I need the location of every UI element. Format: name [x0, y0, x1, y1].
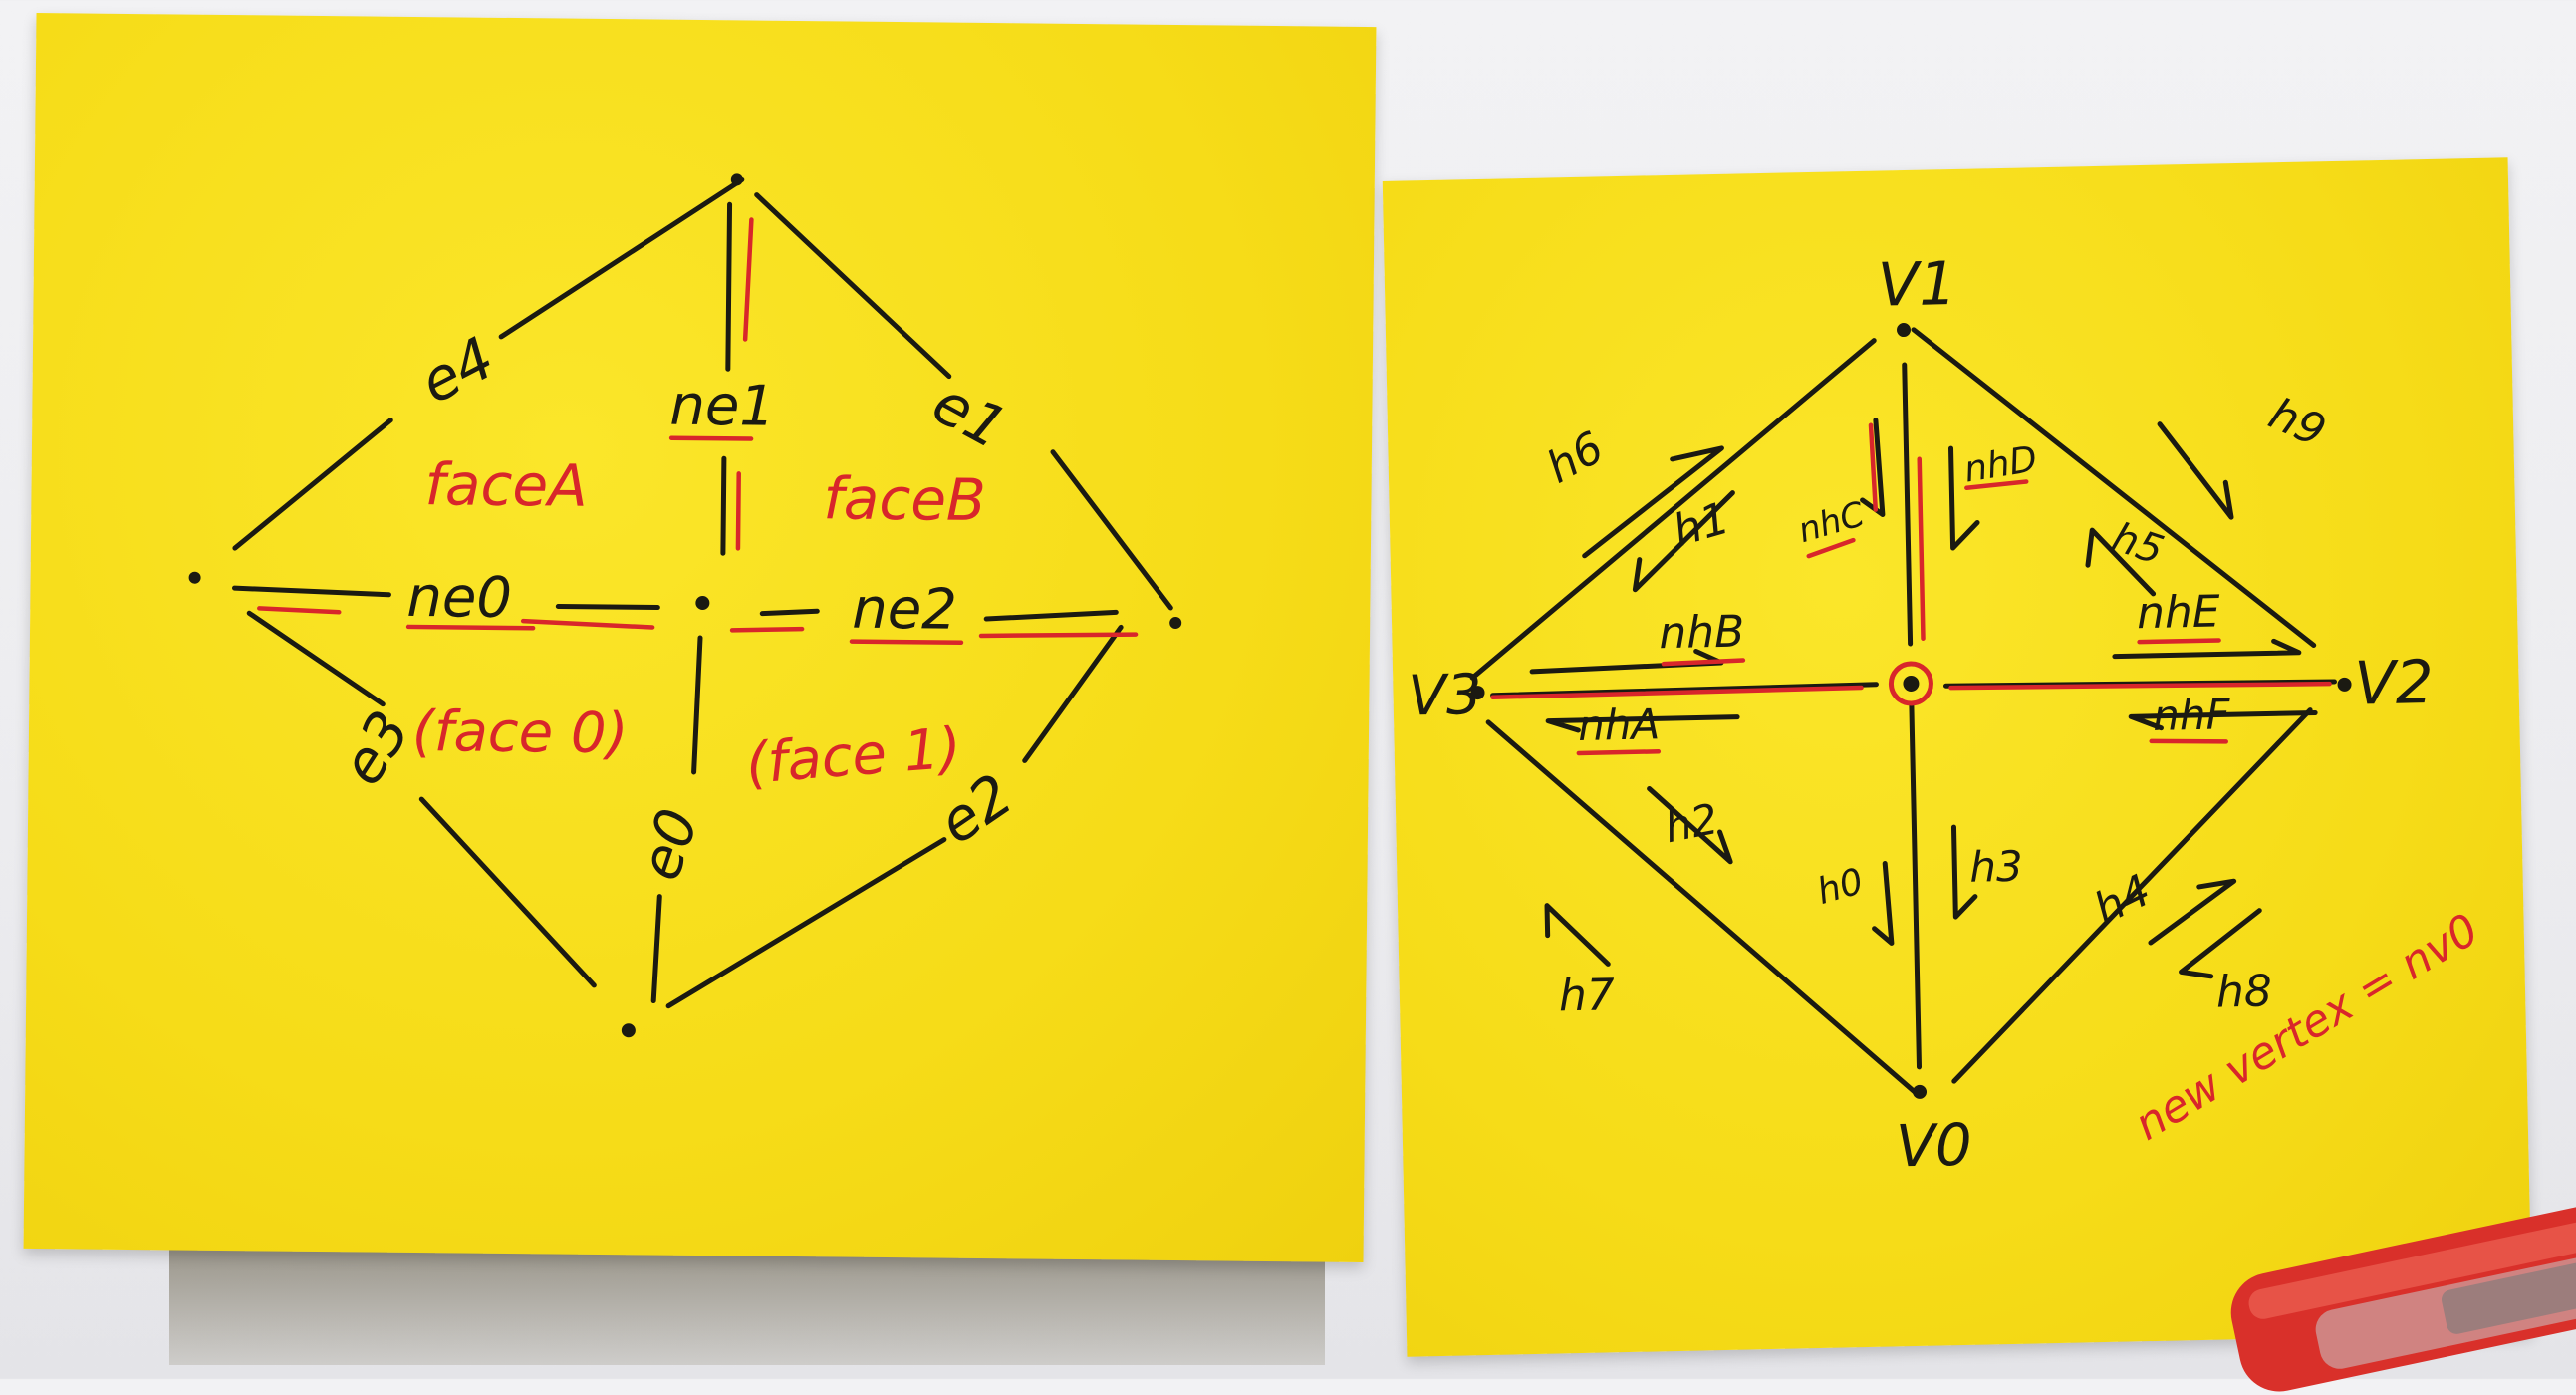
halfedge-label-nhF: nhF — [2152, 690, 2231, 740]
edge-stroke — [725, 201, 733, 372]
label-underline — [668, 435, 754, 441]
halfedge-arrow — [1582, 445, 1724, 559]
edge-stroke — [232, 418, 393, 551]
label-underline — [1661, 658, 1746, 667]
vertex-dot — [1913, 1084, 1928, 1099]
edge-stroke — [498, 176, 745, 340]
red-stroke — [1917, 456, 1926, 641]
halfedge-arrow — [2148, 878, 2237, 946]
edge-stroke — [1485, 719, 1918, 1095]
edge-stroke — [1469, 338, 1877, 681]
red-stroke — [520, 618, 655, 630]
edge-stroke — [1022, 624, 1124, 763]
edge-stroke — [759, 608, 820, 617]
halfedge-label-h3: h3 — [1968, 841, 2024, 892]
new-edge-label-ne0: ne0 — [406, 564, 513, 632]
vertex-dot — [2337, 677, 2352, 692]
edge-stroke — [1951, 707, 2313, 1084]
red-stroke — [1490, 685, 1864, 700]
edge-stroke — [754, 192, 952, 380]
edge-stroke — [1902, 362, 1914, 647]
vertex-dot — [695, 596, 710, 611]
halfedge-arrow — [2112, 638, 2302, 660]
halfedge-arrow — [1544, 903, 1611, 967]
label-underline — [2149, 738, 2228, 744]
red-stroke — [1948, 681, 2332, 691]
edge-stroke — [691, 635, 703, 775]
halfedge-arrow — [2157, 421, 2234, 520]
face-label-faceA: faceA — [424, 450, 589, 520]
red-stroke — [729, 626, 805, 633]
face-label-faceB: faceB — [823, 464, 987, 534]
halfedge-label-h7: h7 — [1558, 970, 1616, 1022]
pen-highlight — [2248, 1216, 2576, 1319]
halfedge-arrow — [1948, 445, 1980, 551]
halfedge-arrow — [1632, 490, 1735, 593]
edge-stroke — [231, 585, 391, 598]
halfedge-label-nhE: nhE — [2136, 586, 2221, 640]
halfedge-arrow — [2128, 709, 2318, 731]
vertex-label-v0: V0 — [1895, 1110, 1973, 1181]
halfedge-label-h2: h2 — [1660, 793, 1722, 853]
edge-stroke — [246, 610, 386, 707]
face-label-face1: (face 1) — [743, 715, 964, 797]
edge-stroke — [1909, 700, 1923, 1070]
edge-stroke — [1911, 327, 2317, 648]
label-underline — [405, 624, 536, 631]
vertex-dot — [730, 173, 743, 186]
edge-stroke — [665, 837, 947, 1009]
halfedge-label-nhA: nhA — [1577, 699, 1661, 750]
new-vertex-dot — [1903, 675, 1920, 692]
halfedge-arrow — [1545, 714, 1740, 733]
right-sticky-note: V1 V3 V2 V0 nhB nhE nhA nhF nhC nhD h6 h… — [1382, 157, 2533, 1357]
edge-stroke — [720, 455, 727, 556]
label-underline — [1576, 749, 1662, 756]
vertex-label-v3: V3 — [1407, 662, 1483, 729]
note-shadow — [169, 1246, 1325, 1365]
halfedge-arrow — [1872, 861, 1895, 946]
pen-grip — [2441, 1258, 2576, 1334]
left-diagram — [188, 173, 1182, 1038]
label-underline — [849, 639, 964, 645]
vertex-dot — [621, 1023, 636, 1038]
red-stroke — [1868, 422, 1879, 512]
new-vertex-circle — [1888, 661, 1933, 706]
halfedge-arrow — [1860, 418, 1886, 518]
red-stroke — [742, 217, 754, 342]
vertex-label-v2: V2 — [2353, 647, 2435, 719]
halfedge-arrow — [2179, 908, 2262, 979]
red-pen — [2230, 1206, 2576, 1392]
new-edge-label-ne1: ne1 — [669, 373, 776, 439]
edge-stroke — [983, 609, 1119, 622]
vertex-dot — [188, 571, 201, 584]
vertex-dot — [1470, 686, 1485, 700]
red-stroke — [735, 471, 741, 551]
label-underline — [1964, 479, 2029, 490]
halfedge-arrow — [2085, 527, 2157, 597]
red-stroke — [257, 606, 342, 615]
halfedge-label-h8: h8 — [2215, 966, 2273, 1018]
vertex-dot — [1169, 617, 1182, 630]
edge-stroke — [555, 604, 660, 611]
left-sticky-note: e4 e1 e3 e2 e0 ne1 ne0 ne2 faceA faceB (… — [23, 12, 1377, 1263]
new-edge-label-ne2: ne2 — [851, 576, 958, 643]
halfedge-arrow — [1647, 785, 1733, 865]
vertex-label-v1: V1 — [1877, 248, 1958, 321]
halfedge-label-nhB: nhB — [1658, 606, 1745, 660]
face-label-face0: (face 0) — [411, 698, 629, 767]
halfedge-arrow — [1950, 824, 1978, 920]
edge-stroke — [418, 796, 597, 988]
red-stroke — [978, 632, 1139, 639]
edge-stroke — [1050, 449, 1173, 611]
label-underline — [2137, 638, 2221, 645]
edge-stroke — [650, 894, 662, 1004]
right-diagram — [1469, 323, 2352, 1099]
label-underline — [1806, 537, 1856, 559]
vertex-dot — [1897, 323, 1912, 338]
